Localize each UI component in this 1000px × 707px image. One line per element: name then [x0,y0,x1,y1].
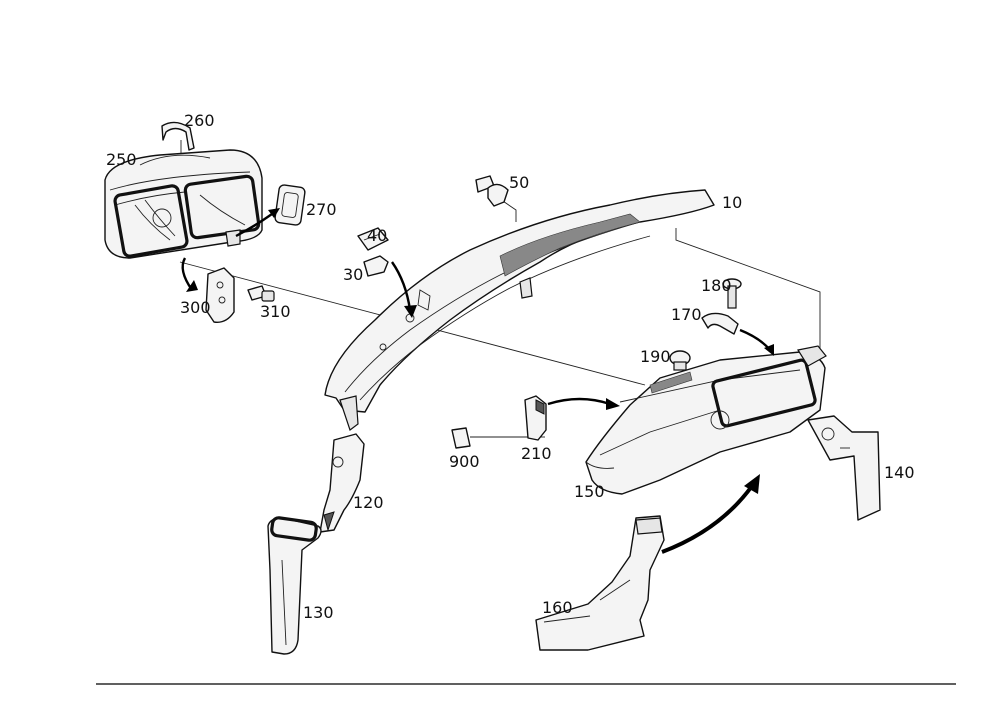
part-50-rivet [475,175,509,207]
callouts: 10 30 40 50 120 130 140 150 160 170 180 … [106,111,915,622]
callout-190: 190 [640,347,671,366]
part-270-seal [274,184,306,226]
part-150-housing [585,345,827,495]
callout-10: 10 [722,193,742,212]
part-190-grommet [669,350,691,371]
part-10-cowl [324,189,715,431]
part-260-clip [161,121,195,151]
part-210-connector [524,395,547,441]
callout-180: 180 [701,276,732,295]
callout-150: 150 [574,482,605,501]
callout-50: 50 [509,173,529,192]
part-130-duct [267,516,322,655]
part-900-plug [451,427,471,449]
part-40-clip [357,227,389,251]
callout-250: 250 [106,150,137,169]
callout-170: 170 [671,305,702,324]
callout-210: 210 [521,444,552,463]
part-30-clip [363,255,389,277]
callout-40: 40 [367,226,387,245]
assembly-arrows [181,208,774,554]
part-300-bracket [205,267,235,323]
callout-310: 310 [260,302,291,321]
part-250-air-filter-housing [104,149,263,259]
callout-270: 270 [306,200,337,219]
part-170-hose [701,312,739,335]
callout-300: 300 [180,298,211,317]
callout-130: 130 [303,603,334,622]
part-180-bolt [722,278,742,309]
callout-160: 160 [542,598,573,617]
callout-120: 120 [353,493,384,512]
part-310-screw [247,285,275,302]
callout-900: 900 [449,452,480,471]
part-120-lower-panel [319,433,365,533]
part-140-side-panel [807,415,881,521]
callout-260: 260 [184,111,215,130]
callout-30: 30 [343,265,363,284]
part-160-lower-duct [535,515,665,651]
callout-140: 140 [884,463,915,482]
